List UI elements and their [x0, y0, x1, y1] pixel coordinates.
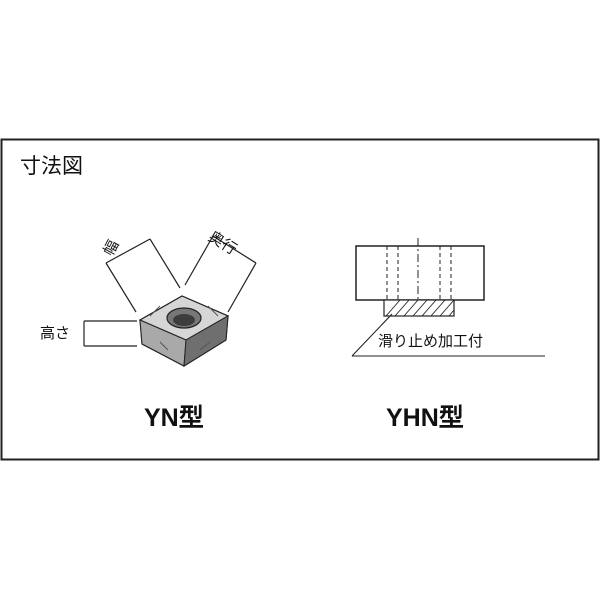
slip-leader: [351, 313, 545, 357]
diagram-border: [0, 138, 600, 461]
height-dimension: [83, 320, 137, 347]
slip-label: 滑り止め加工付: [378, 332, 484, 350]
width-dimension: [105, 238, 181, 313]
depth-dimension: [184, 235, 257, 313]
yhn-model-label: YHN型: [386, 404, 464, 432]
yhn-block-illustration: [355, 238, 485, 308]
height-label: 高さ: [40, 324, 71, 342]
yn-nut-illustration: [138, 295, 230, 367]
yn-model-label: YN型: [144, 404, 204, 432]
diagram-title: 寸法図: [20, 154, 83, 178]
slip-pad: [383, 299, 455, 317]
